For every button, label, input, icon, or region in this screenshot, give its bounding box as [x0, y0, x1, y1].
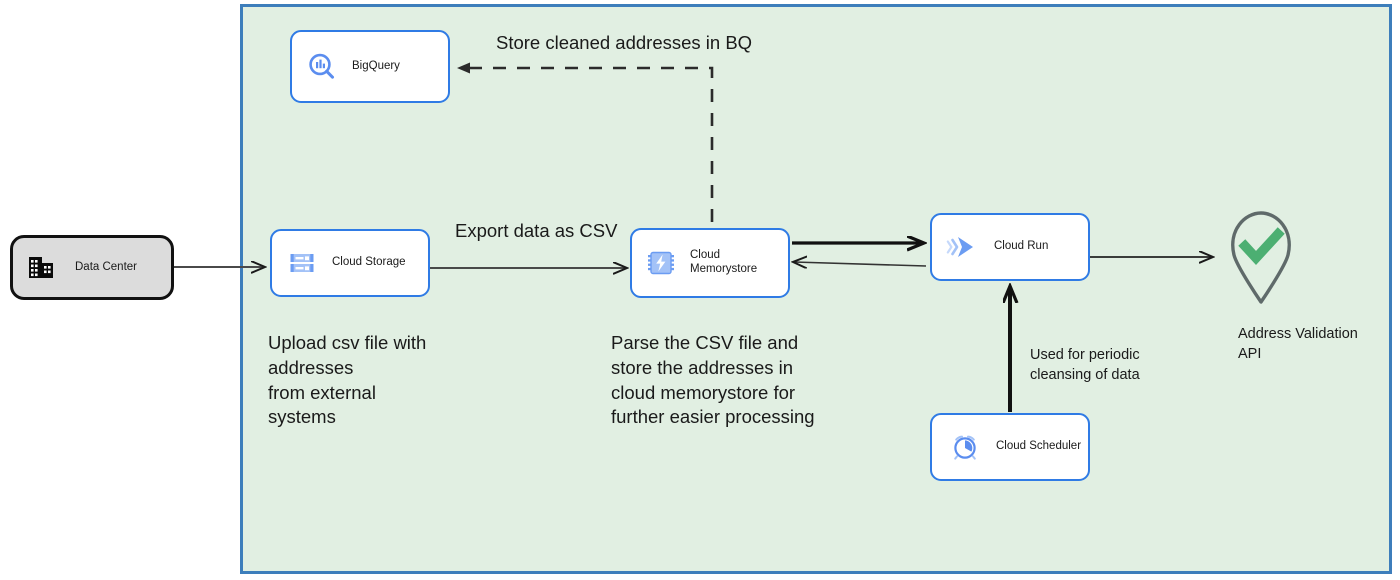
node-cloud-storage-label: Cloud Storage	[332, 256, 406, 269]
cloud-storage-icon	[288, 249, 316, 277]
node-cloud-memorystore-label: Cloud Memorystore	[690, 249, 758, 275]
node-bigquery[interactable]: BigQuery	[290, 30, 450, 103]
cloud-scheduler-clock-icon	[950, 432, 980, 462]
edge-label-scheduler-purpose: Used for periodic cleansing of data	[1030, 347, 1140, 383]
edge-label-store-in-bq: Store cleaned addresses in BQ	[496, 32, 753, 53]
edge-label-export-csv: Export data as CSV	[455, 220, 618, 241]
node-data-center[interactable]: Data Center	[10, 235, 174, 300]
node-address-validation-api[interactable]	[1215, 203, 1307, 305]
annotation-parse-note: Parse the CSV file and store the address…	[611, 332, 815, 428]
node-cloud-run-label: Cloud Run	[994, 240, 1049, 253]
node-data-center-label: Data Center	[75, 260, 138, 273]
annotation-upload-note: Upload csv file with addresses from exte…	[268, 332, 427, 428]
bigquery-icon	[306, 51, 338, 83]
cloud-run-icon	[946, 232, 980, 262]
node-cloud-scheduler-label: Cloud Scheduler	[996, 440, 1082, 453]
cloud-memorystore-chip-icon	[646, 248, 676, 278]
address-validation-api-label: Address Validation API	[1238, 326, 1358, 362]
map-pin-check-icon	[1231, 211, 1291, 304]
node-cloud-scheduler[interactable]: Cloud Scheduler	[930, 413, 1090, 481]
node-cloud-memorystore[interactable]: Cloud Memorystore	[630, 228, 790, 298]
data-center-building-icon	[27, 254, 55, 282]
node-cloud-run[interactable]: Cloud Run	[930, 213, 1090, 281]
node-cloud-storage[interactable]: Cloud Storage	[270, 229, 430, 297]
node-bigquery-label: BigQuery	[352, 59, 400, 72]
